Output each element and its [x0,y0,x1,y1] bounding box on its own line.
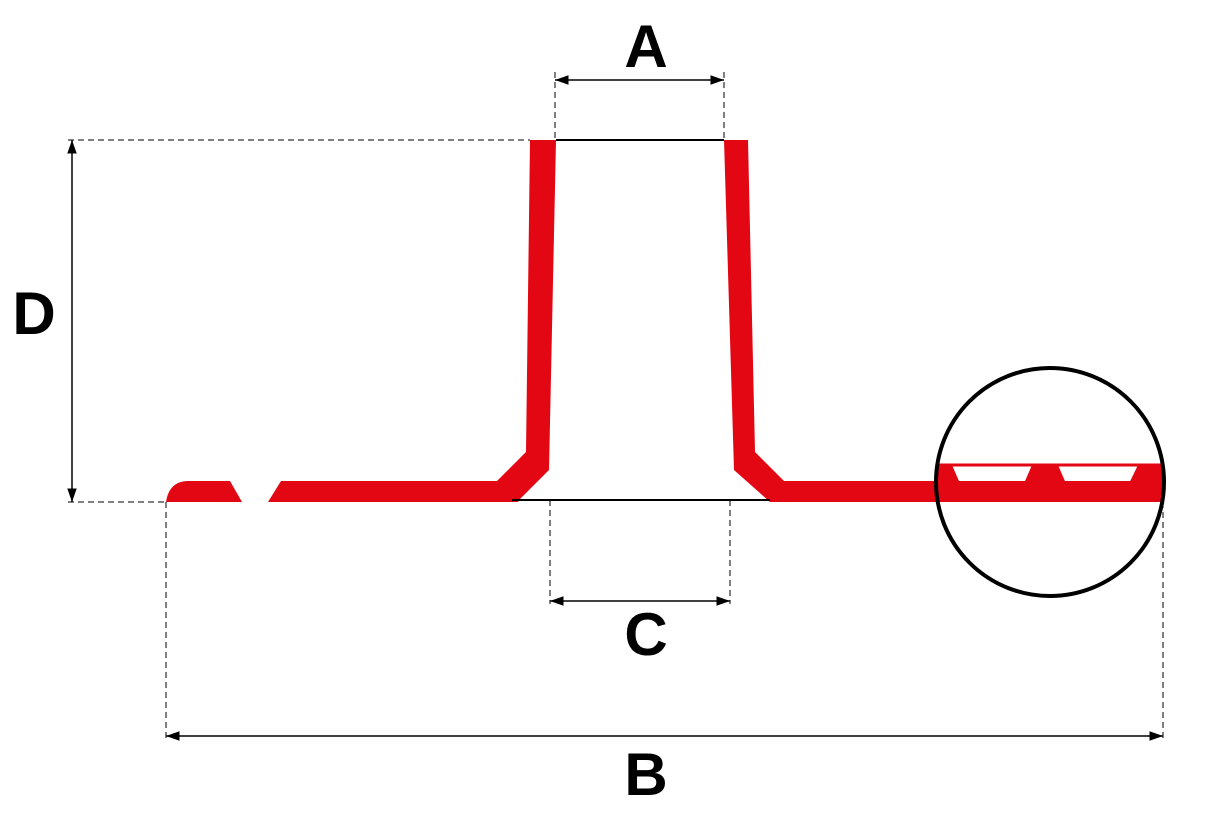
detail-circle [934,366,1166,598]
detail-tooth-middle [1016,465,1074,502]
label-b: B [624,741,667,808]
label-a: A [624,13,667,80]
detail-tooth-left [936,465,968,502]
dimension-arrows [67,75,1163,741]
profile-shape [166,140,940,502]
label-d: D [12,280,55,347]
detail-tooth-right [1120,465,1164,502]
extension-lines [68,72,1164,738]
label-c: C [624,601,667,668]
base-left-stub [166,481,242,502]
base-right-flange [724,140,940,502]
base-left-flange [268,140,556,502]
detail-magnifier [934,366,1166,598]
